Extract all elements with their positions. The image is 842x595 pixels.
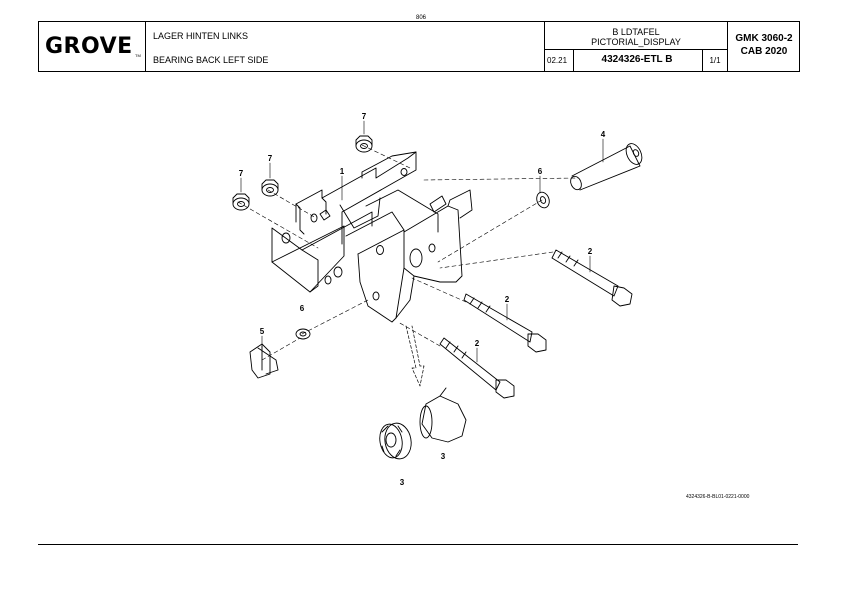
leader-lines — [240, 120, 604, 363]
nut — [232, 193, 250, 211]
bolt — [463, 293, 547, 353]
nut — [355, 135, 373, 153]
callout-1: 1 — [340, 167, 345, 176]
bolt — [551, 249, 633, 307]
drawing-code: 4324326-B-BL01-0221-0000 — [686, 494, 750, 500]
callout-6: 6 — [300, 304, 305, 313]
document-number: 4324326-ETL B — [601, 54, 673, 65]
display-label-english: PICTORIAL_DISPLAY — [591, 37, 681, 47]
page-number: 806 — [415, 15, 426, 21]
divider — [544, 49, 727, 50]
sheet-number: 1/1 — [709, 56, 721, 65]
logo-cell: GROVE TM — [39, 22, 146, 71]
callout-2: 2 — [505, 295, 510, 304]
assembly-centerlines — [237, 144, 579, 361]
callout-7: 7 — [239, 169, 244, 178]
callout-4: 4 — [601, 130, 606, 139]
clip — [249, 343, 279, 379]
divider — [727, 22, 728, 71]
pin — [570, 143, 643, 191]
bracket-assembly — [271, 151, 473, 323]
grove-logo: GROVE — [45, 34, 133, 59]
footer-rule — [38, 544, 798, 545]
washer — [295, 328, 311, 340]
callout-2: 2 — [475, 339, 480, 348]
divider — [573, 49, 574, 71]
callout-6: 6 — [538, 167, 543, 176]
revision-date: 02.21 — [547, 56, 568, 65]
callout-2: 2 — [588, 247, 593, 256]
divider — [702, 49, 703, 71]
rubber-bearing — [379, 422, 412, 460]
divider — [544, 22, 545, 71]
crane-model: GMK 3060-2 — [735, 33, 793, 44]
description-german: LAGER HINTEN LINKS — [153, 31, 249, 41]
description-english: BEARING BACK LEFT SIDE — [153, 55, 269, 65]
cab-variant: CAB 2020 — [740, 46, 788, 57]
washer — [536, 191, 550, 209]
title-block: GROVE TM LAGER HINTEN LINKS BEARING BACK… — [38, 21, 800, 72]
rubber-bearing — [419, 387, 467, 443]
nut — [261, 179, 279, 197]
callout-3: 3 — [441, 452, 446, 461]
callout-7: 7 — [268, 154, 273, 163]
insertion-arrow — [405, 325, 425, 387]
callout-3: 3 — [400, 478, 405, 487]
bolt — [439, 337, 515, 399]
callouts: 7 7 7 1 4 6 2 2 2 6 5 3 3 — [239, 112, 606, 487]
callout-5: 5 — [260, 327, 265, 336]
logo-trademark: TM — [135, 53, 141, 58]
display-label-german: B LDTAFEL — [612, 27, 660, 37]
callout-7: 7 — [362, 112, 367, 121]
